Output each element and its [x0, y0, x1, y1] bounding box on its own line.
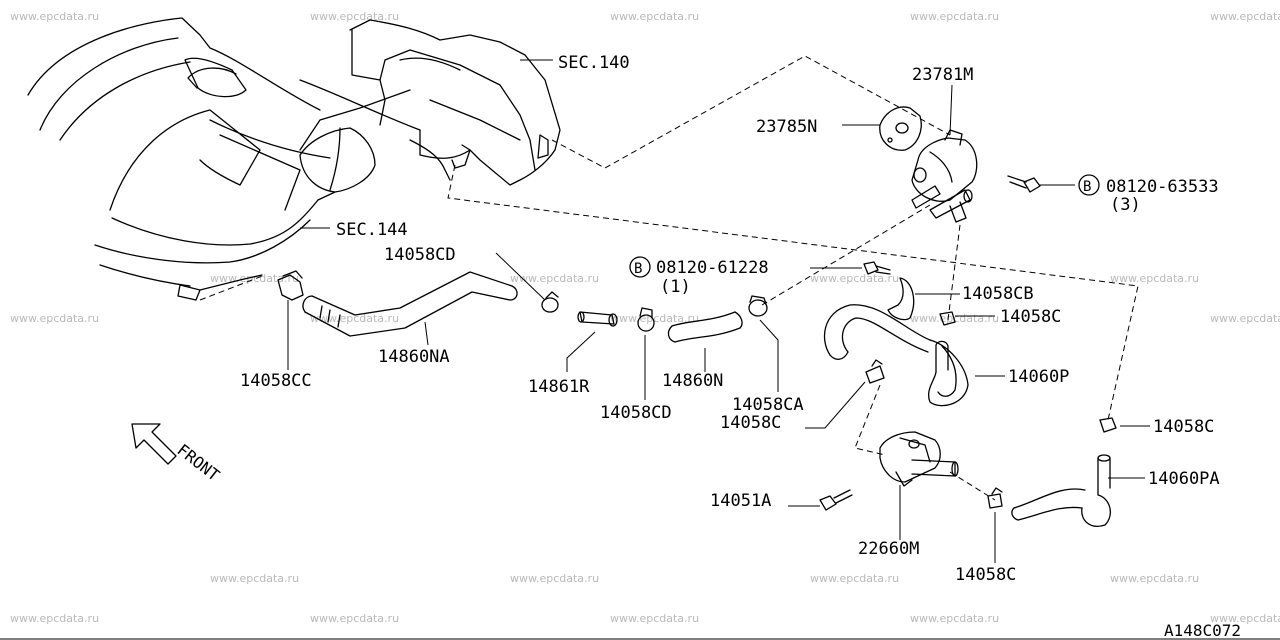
label-14860n: 14860N	[662, 371, 723, 391]
clamp-14058cd-top	[541, 291, 559, 313]
watermark: www.epcdata.ru	[1210, 312, 1280, 325]
bolt-08120-61228	[863, 261, 891, 275]
label-14860na: 14860NA	[378, 347, 450, 367]
label-qty-3: (3)	[1110, 195, 1141, 215]
label-14058cb: 14058CB	[962, 284, 1034, 304]
watermark: www.epcdata.ru	[310, 312, 399, 325]
hose-14060pa	[1011, 454, 1111, 527]
label-14060pa: 14060PA	[1148, 469, 1220, 489]
label-22660m: 22660M	[858, 539, 919, 559]
clamp-14058cd-bottom	[637, 307, 655, 332]
valve-23781m	[911, 129, 978, 223]
bolt-14051a	[819, 489, 853, 511]
label-bolt-08120-61228: 08120-61228	[656, 258, 769, 278]
clamp-14058c-bottom	[987, 487, 1003, 509]
label-qty-1: (1)	[660, 277, 691, 297]
watermark: www.epcdata.ru	[910, 612, 999, 625]
gasket-23785n	[879, 106, 922, 151]
hose-14060p	[823, 304, 969, 407]
label-14861r: 14861R	[528, 377, 590, 397]
watermark: www.epcdata.ru	[210, 572, 299, 585]
hose-14860na	[302, 271, 518, 337]
bolt-marker-circle	[629, 256, 651, 278]
label-14058c-right1: 14058C	[1000, 307, 1061, 327]
watermark: www.epcdata.ru	[310, 10, 399, 23]
watermark: www.epcdata.ru	[810, 272, 899, 285]
watermark: www.epcdata.ru	[1210, 612, 1280, 625]
label-14058cd-bottom: 14058CD	[600, 403, 672, 423]
label-14058c-bottom: 14058C	[955, 565, 1016, 585]
clamp-14058c-right2	[1099, 417, 1117, 433]
label-14058ca: 14058CA	[732, 395, 804, 415]
watermark: www.epcdata.ru	[610, 312, 699, 325]
clamp-14058c-right1	[939, 311, 956, 326]
label-bolt-08120-63533: 08120-63533	[1106, 177, 1219, 197]
bracket-14058cb	[887, 277, 915, 321]
watermark: www.epcdata.ru	[510, 572, 599, 585]
label-14051a: 14051A	[710, 491, 771, 511]
watermark: www.epcdata.ru	[1110, 572, 1199, 585]
leader-lines	[287, 59, 1150, 563]
reference-lines	[199, 55, 1139, 501]
watermark: www.epcdata.ru	[310, 612, 399, 625]
bolt-marker-circle	[1078, 174, 1100, 196]
bolt-markers: B B	[629, 174, 1100, 278]
watermark: www.epcdata.ru	[610, 612, 699, 625]
watermark: www.epcdata.ru	[610, 10, 699, 23]
watermark: www.epcdata.ru	[10, 312, 99, 325]
watermark: www.epcdata.ru	[10, 10, 99, 23]
clamp-14058ca	[748, 295, 768, 317]
watermark: www.epcdata.ru	[810, 572, 899, 585]
label-sec-144: SEC.144	[336, 220, 408, 240]
watermark: www.epcdata.ru	[1210, 10, 1280, 23]
label-23785n: 23785N	[756, 117, 817, 137]
diagram-code: A148C072	[1164, 621, 1241, 640]
bolt-marker-letter: B	[634, 261, 642, 277]
clamp-14058cc	[277, 270, 304, 301]
watermark: www.epcdata.ru	[1110, 272, 1199, 285]
label-sec-140: SEC.140	[558, 53, 630, 73]
pipe-14861r	[577, 311, 618, 327]
part-labels: SEC.140 SEC.144 23781M 23785N 08120-6353…	[240, 53, 1220, 585]
watermark-layer: www.epcdata.ru www.epcdata.ru www.epcdat…	[10, 10, 1280, 625]
label-14058c-right2: 14058C	[1153, 417, 1214, 437]
label-14058cc: 14058CC	[240, 371, 312, 391]
label-14060p: 14060P	[1008, 367, 1069, 387]
label-14058c-mid: 14058C	[720, 413, 781, 433]
valve-22660m	[879, 431, 959, 487]
watermark: www.epcdata.ru	[10, 612, 99, 625]
watermark: www.epcdata.ru	[910, 10, 999, 23]
watermark: www.epcdata.ru	[210, 272, 299, 285]
watermark: www.epcdata.ru	[510, 272, 599, 285]
front-label: FRONT	[174, 440, 224, 485]
hose-14860n	[667, 311, 743, 343]
engine-manifold-drawing	[27, 17, 561, 301]
parts-layer	[277, 106, 1117, 527]
bolt-08120-63533	[1007, 175, 1041, 193]
clamp-14058c-mid	[865, 359, 885, 384]
front-direction-arrow: FRONT	[131, 423, 224, 485]
label-14058cd-top: 14058CD	[384, 245, 456, 265]
label-23781m: 23781M	[912, 65, 973, 85]
bolt-marker-letter: B	[1083, 179, 1091, 195]
